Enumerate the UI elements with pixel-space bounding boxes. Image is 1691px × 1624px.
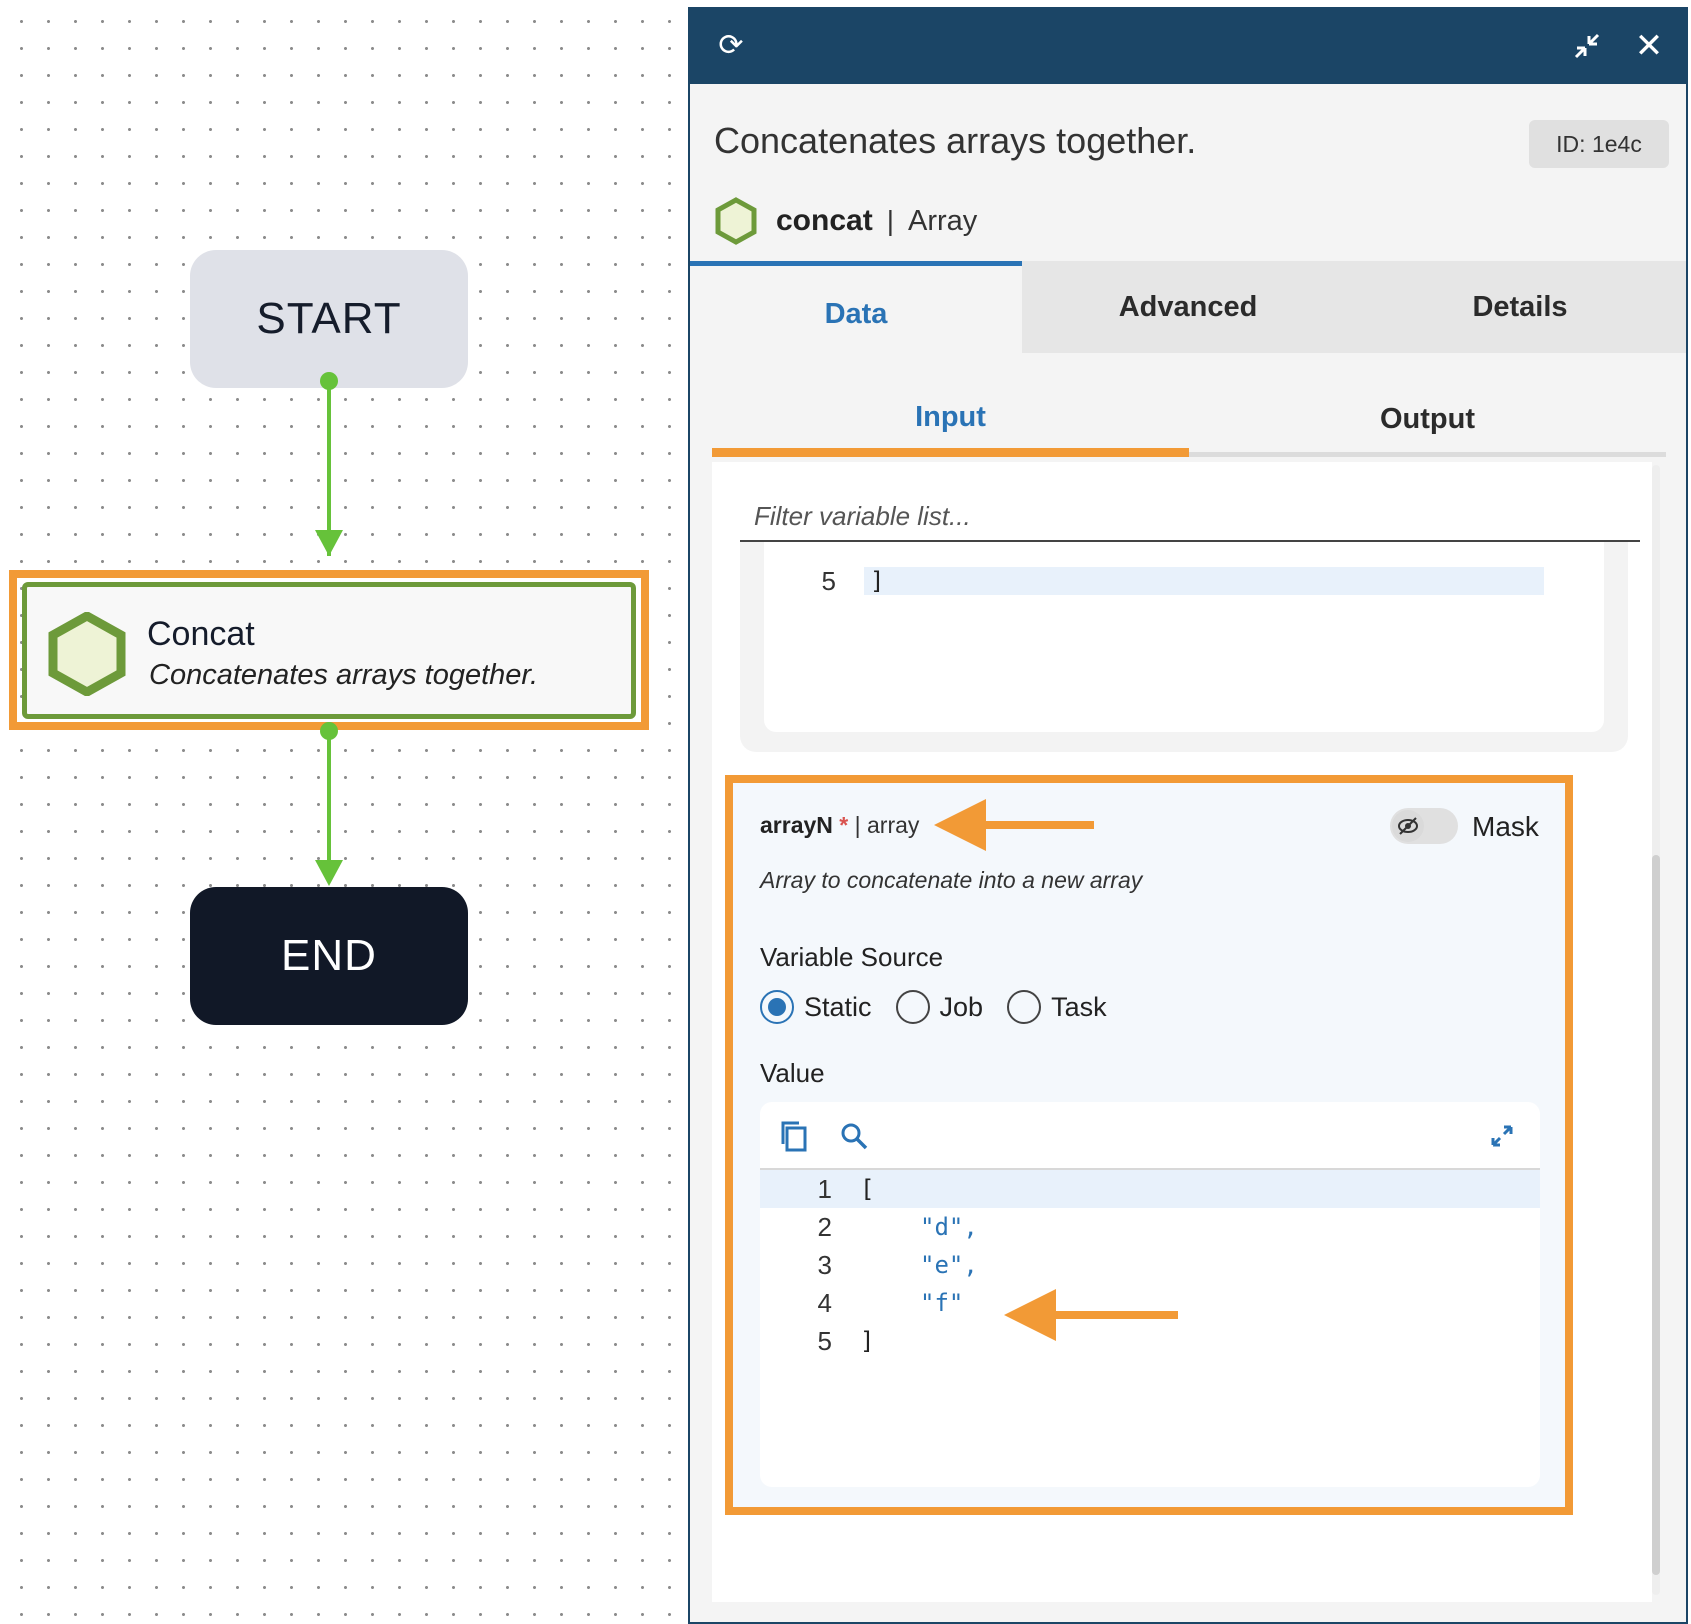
end-node[interactable]: END bbox=[190, 887, 468, 1025]
panel-header: ⟳ ✕ bbox=[690, 7, 1686, 84]
task-separator: | bbox=[886, 205, 894, 236]
input-variables-list[interactable]: Filter variable list... 5 ] arrayN * | a… bbox=[712, 462, 1652, 1602]
annotation-arrow-shaft bbox=[1052, 1311, 1178, 1319]
previous-value-editor[interactable]: 5 ] bbox=[764, 542, 1604, 732]
edge-arrowhead bbox=[315, 860, 343, 886]
code-text: ] bbox=[860, 1327, 875, 1355]
refresh-icon[interactable]: ⟳ bbox=[718, 29, 744, 62]
data-subtabs: Input Output bbox=[712, 387, 1666, 457]
variable-source-radios: Static Job Task bbox=[760, 990, 1131, 1024]
previous-variable-card: 5 ] bbox=[740, 542, 1628, 752]
code-line: 5 ] bbox=[760, 1322, 875, 1360]
code-line: 2 "d", bbox=[760, 1208, 978, 1246]
tab-details[interactable]: Details bbox=[1472, 290, 1568, 323]
edge-arrowhead bbox=[315, 530, 343, 556]
code-text: "e", bbox=[920, 1251, 978, 1279]
radio-task[interactable] bbox=[1007, 990, 1042, 1024]
eye-off-icon bbox=[1392, 810, 1424, 842]
task-identity: concat | Array bbox=[714, 195, 977, 247]
radio-job-label: Job bbox=[939, 991, 984, 1022]
field-name: arrayN * | array bbox=[760, 812, 919, 839]
line-number: 2 bbox=[817, 1211, 832, 1242]
edge-concat-dot bbox=[320, 722, 338, 740]
code-text: ] bbox=[864, 567, 1544, 595]
task-details-panel: ⟳ ✕ Concatenates arrays together. ID: 1e… bbox=[688, 7, 1688, 1624]
editor-toolbar bbox=[760, 1102, 1540, 1170]
tab-data[interactable]: Data bbox=[690, 261, 1022, 353]
panel-title: Concatenates arrays together. bbox=[714, 120, 1197, 161]
subtab-output[interactable]: Output bbox=[1379, 403, 1475, 435]
code-line: 5 ] bbox=[764, 562, 1544, 600]
field-type: | array bbox=[854, 812, 920, 838]
task-name: concat bbox=[776, 204, 873, 237]
line-number: 5 bbox=[817, 1325, 832, 1356]
tab-advanced[interactable]: Advanced bbox=[1118, 290, 1258, 323]
task-type: Array bbox=[907, 204, 978, 237]
hexagon-icon bbox=[48, 612, 126, 696]
scrollbar-thumb[interactable] bbox=[1652, 855, 1660, 1575]
end-node-label: END bbox=[281, 931, 377, 980]
edge-concat-to-end bbox=[327, 730, 331, 860]
task-id-badge: ID: 1e4c bbox=[1529, 120, 1669, 168]
code-text: "d", bbox=[920, 1213, 978, 1241]
required-mark: * bbox=[839, 812, 849, 838]
subtab-input[interactable]: Input bbox=[712, 387, 1189, 457]
collapse-icon[interactable] bbox=[1570, 29, 1604, 63]
field-name-text: arrayN bbox=[760, 812, 833, 838]
code-text: "f" bbox=[920, 1289, 964, 1317]
edge-start-dot bbox=[320, 372, 338, 390]
code-text: [ bbox=[860, 1175, 875, 1203]
copy-icon[interactable] bbox=[774, 1116, 814, 1156]
value-code-editor[interactable]: 1 [ 2 "d", 3 "e", 4 "f" 5 ] bbox=[760, 1102, 1540, 1487]
panel-scrollbar[interactable] bbox=[1652, 465, 1660, 1595]
start-node-label: START bbox=[256, 294, 402, 343]
start-node[interactable]: START bbox=[190, 250, 468, 388]
arrayn-field-highlight bbox=[725, 775, 1573, 1515]
radio-task-label: Task bbox=[1051, 991, 1107, 1022]
annotation-arrow-head bbox=[934, 799, 986, 851]
filter-variable-input[interactable]: Filter variable list... bbox=[740, 492, 1640, 542]
annotation-arrow-shaft bbox=[974, 821, 1094, 829]
workflow-canvas[interactable]: START Concat Concatenates arrays togethe… bbox=[0, 0, 680, 1624]
close-icon[interactable]: ✕ bbox=[1634, 27, 1664, 65]
hexagon-icon bbox=[715, 197, 757, 245]
variable-source-label: Variable Source bbox=[760, 942, 944, 972]
concat-node-description: Concatenates arrays together. bbox=[149, 659, 539, 691]
line-number: 1 bbox=[817, 1173, 832, 1204]
panel-tabs: Data Advanced Details bbox=[690, 261, 1686, 353]
search-icon[interactable] bbox=[834, 1116, 874, 1156]
radio-static-label: Static bbox=[804, 991, 872, 1022]
concat-node[interactable]: Concat Concatenates arrays together. bbox=[22, 582, 636, 719]
annotation-arrow-head bbox=[1004, 1289, 1056, 1341]
value-label: Value bbox=[760, 1058, 825, 1088]
radio-job[interactable] bbox=[895, 990, 930, 1024]
mask-label: Mask bbox=[1472, 811, 1539, 842]
field-description: Array to concatenate into a new array bbox=[760, 867, 1143, 893]
radio-static[interactable] bbox=[760, 990, 794, 1024]
code-line: 3 "e", bbox=[760, 1246, 978, 1284]
edge-start-to-concat bbox=[327, 388, 331, 556]
mask-toggle[interactable] bbox=[1390, 808, 1458, 844]
code-line: 1 [ bbox=[760, 1170, 1540, 1208]
code-line: 4 "f" bbox=[760, 1284, 964, 1322]
line-number: 4 bbox=[817, 1287, 832, 1318]
line-number: 3 bbox=[817, 1249, 832, 1280]
concat-node-title: Concat bbox=[147, 615, 255, 653]
line-number: 5 bbox=[821, 565, 836, 596]
expand-icon[interactable] bbox=[1482, 1116, 1522, 1156]
